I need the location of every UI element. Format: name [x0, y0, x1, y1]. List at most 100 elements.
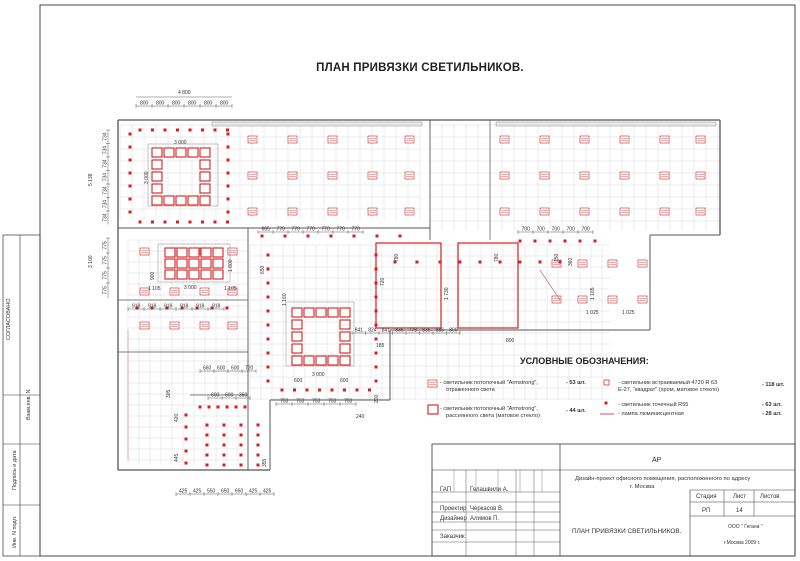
dim-left-1-label: 734 — [103, 200, 109, 209]
armstrong-reflected-fixture — [619, 135, 630, 144]
dim-top-label: 800 — [140, 101, 149, 107]
dim-side-1025a: 1 025 — [586, 310, 599, 316]
spot-fixture — [195, 306, 199, 310]
spot-fixture — [184, 425, 188, 429]
spot-fixture — [225, 306, 229, 310]
spot-fixture — [374, 337, 378, 341]
room-b-diffuse-fixture — [200, 258, 212, 269]
armstrong-reflected-fixture — [659, 207, 670, 216]
dim-bottom-row-label: 425 — [179, 489, 188, 495]
dim-bottom-label: 886 — [436, 328, 445, 334]
spot-fixture — [260, 234, 264, 238]
legend-spot-symbol — [604, 401, 608, 405]
dim-right-label: 700 — [582, 227, 591, 233]
armstrong-reflected-fixture — [367, 135, 378, 144]
room-b-diffuse-fixture — [200, 247, 212, 258]
spot-fixture — [280, 388, 284, 392]
dim-left-1-label: 734 — [103, 159, 109, 168]
dim-lower-label: 753 — [296, 399, 305, 405]
dim-small-2-label: 350 — [239, 393, 248, 399]
spot-fixture — [213, 220, 217, 224]
tb-client-label: Заказчик — [440, 534, 465, 540]
dim-meeting-label: 918 — [164, 304, 173, 310]
armstrong-reflected-fixture — [327, 207, 338, 216]
legend-item-2-text: - светильник потолочный "Armstrong",расс… — [440, 406, 540, 419]
sidebar-frame — [2, 234, 41, 557]
tb-gap-label: ГАП — [440, 487, 452, 493]
dim-lower-label: 753 — [328, 399, 337, 405]
spot-fixture — [205, 463, 209, 467]
dim-v-360: 360 — [568, 257, 574, 266]
dim-room2-h: 900 — [150, 271, 156, 280]
room-a-frame — [147, 143, 219, 207]
room-c-diffuse-fixture — [339, 355, 351, 366]
spot-fixture — [151, 220, 154, 224]
dim-room2-side-b: 1 105 — [224, 286, 237, 292]
tb-design-label: Дизайнер — [440, 516, 467, 522]
spot-fixture — [256, 453, 260, 457]
dim-meeting-label: 918 — [132, 304, 141, 310]
dim-left-2-label: 775 — [103, 286, 109, 295]
room-c-diffuse-fixture — [291, 355, 303, 366]
spot-fixture — [165, 306, 169, 310]
spot-fixture — [266, 351, 270, 355]
spot-fixture — [226, 128, 229, 132]
armstrong-reflected-fixture — [199, 321, 210, 330]
spot-fixture — [222, 463, 226, 467]
spot-fixture — [266, 323, 270, 327]
dim-v-650: 650 — [260, 265, 266, 274]
armstrong-reflected-fixture — [327, 171, 338, 180]
dim-bottom-row-label: 650 — [221, 489, 230, 495]
tb-sheet-header: Лист — [733, 494, 747, 500]
spot-fixture — [184, 449, 188, 453]
dim-small-label: 720 — [245, 366, 254, 372]
room-a-diffuse-fixture — [199, 195, 211, 206]
room-b-diffuse-fixture — [176, 269, 188, 280]
dim-left-1-label: 734 — [103, 173, 109, 182]
room-a-diffuse-fixture — [175, 195, 187, 206]
dim-corridor-label: 770 — [352, 227, 361, 233]
spot-fixture — [283, 234, 287, 238]
spot-fixture — [201, 220, 204, 224]
dim-lower-label: 753 — [312, 399, 321, 405]
armstrong-reflected-fixture — [579, 207, 590, 216]
spot-fixture — [128, 197, 132, 201]
armstrong-reflected-fixture — [287, 207, 298, 216]
spot-fixture — [393, 260, 397, 264]
room-b-frame — [157, 243, 231, 283]
dim-corridor-label: 770 — [307, 227, 316, 233]
dim-v-800: 800 — [506, 338, 515, 344]
room-b-diffuse-fixture — [212, 247, 224, 258]
legend-item-3-line2: E-27, "квадрат" (хром, матовое стекло) — [618, 386, 720, 393]
spot-fixture — [128, 210, 132, 214]
spot-fixture — [518, 260, 522, 264]
room-c-diffuse-fixture — [291, 307, 303, 318]
dim-left-2-label: 775 — [103, 256, 109, 265]
spot-fixture — [438, 260, 442, 264]
spot-fixture — [163, 220, 167, 224]
dim-v-185: 185 — [376, 343, 385, 349]
spot-fixture — [239, 443, 243, 447]
dim-small-2-label: 600 — [225, 393, 234, 399]
dim-lower-240: 240 — [356, 414, 365, 420]
spot-fixture — [184, 413, 188, 417]
spot-fixture — [239, 423, 243, 427]
spot-fixture — [180, 306, 184, 310]
armstrong-reflected-fixture — [619, 171, 630, 180]
dim-bottom-row-label: 425 — [263, 489, 272, 495]
dim-top-label: 800 — [156, 101, 165, 107]
spot-fixture — [226, 158, 230, 162]
armstrong-reflected-fixture — [327, 135, 338, 144]
spot-fixture — [138, 220, 142, 224]
spot-fixture — [533, 239, 537, 243]
legend-square-fixture-symbol — [603, 379, 610, 386]
dim-small-2-label: 600 — [211, 393, 220, 399]
armstrong-reflected-fixture — [404, 171, 415, 180]
tb-design-name: Алимов П. — [470, 516, 500, 522]
room-c-diffuse-fixture — [339, 319, 351, 330]
legend-armstrong-diffuse-symbol — [427, 404, 439, 415]
dim-meeting-label: 918 — [148, 304, 157, 310]
spot-fixture — [256, 423, 260, 427]
tb-sheet: 14 — [736, 508, 743, 514]
